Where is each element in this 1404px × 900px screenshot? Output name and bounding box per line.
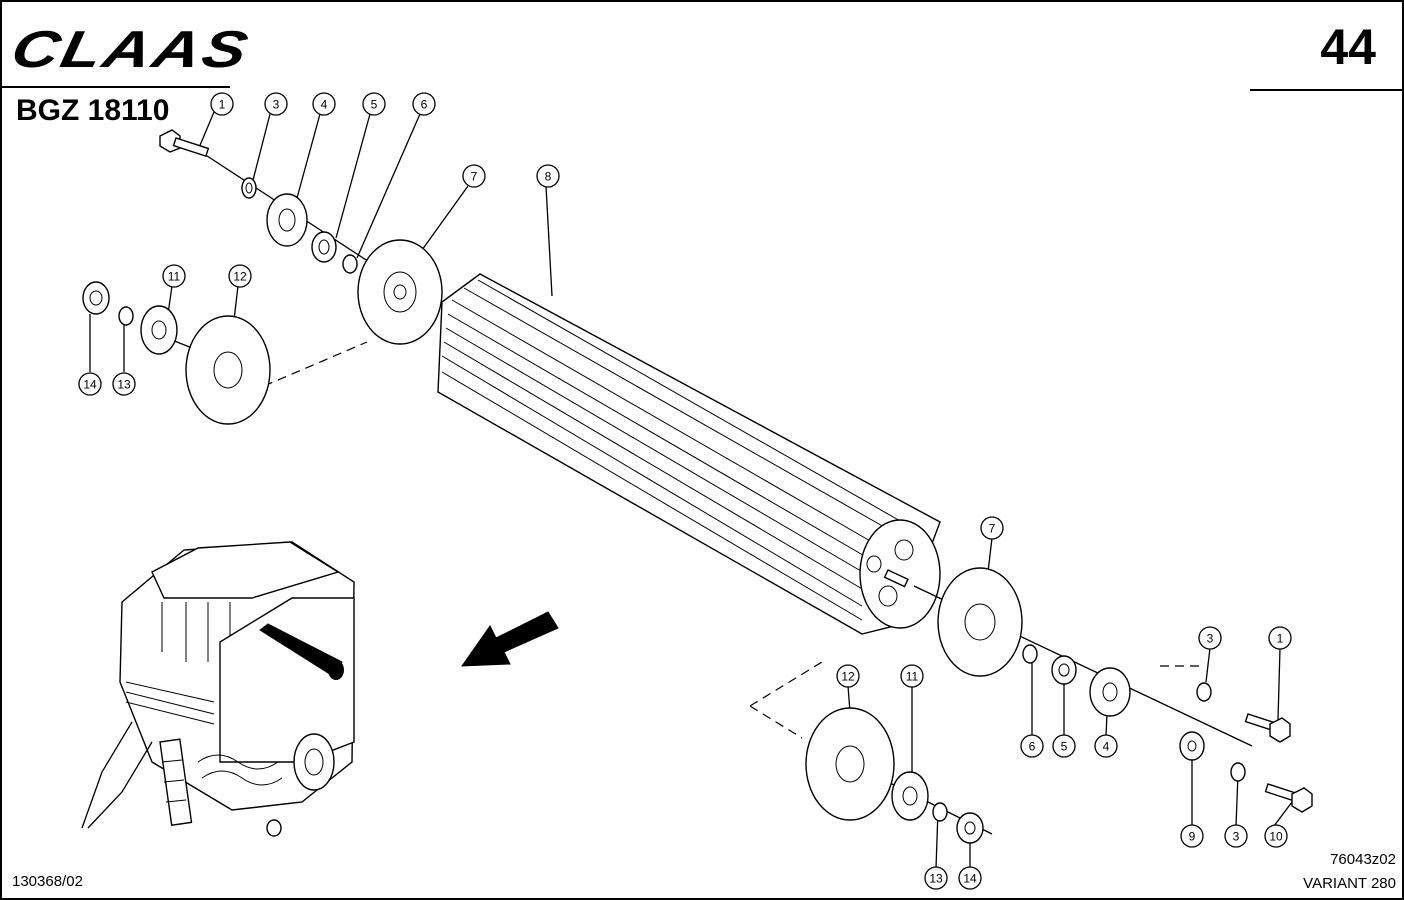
bottom-callout-1: 1 <box>1268 626 1292 650</box>
bottom-callout-3: 3 <box>1198 626 1222 650</box>
top-callout-label: 1 <box>219 98 226 112</box>
top-callout-label: 3 <box>273 98 280 112</box>
bottom-callout-label: 6 <box>1029 740 1036 754</box>
bottom-callout-10: 10 <box>1264 824 1288 848</box>
bottom-callout-3: 3 <box>1224 824 1248 848</box>
top-callout-label: 14 <box>83 378 97 392</box>
top-callout-7: 7 <box>462 164 486 188</box>
ring-6-bottom <box>1022 644 1038 664</box>
top-callout-14: 14 <box>78 372 102 396</box>
bottom-callout-11: 11 <box>900 664 924 688</box>
washer-3-bottom-lower <box>1230 762 1246 782</box>
top-callout-label: 5 <box>371 98 378 112</box>
top-callout-8: 8 <box>536 164 560 188</box>
logo-underline <box>2 86 230 88</box>
bolt-bottom-upper <box>1244 713 1291 743</box>
bottom-callout-label: 12 <box>841 670 855 684</box>
baler-overview-illustration <box>81 541 355 837</box>
drawing-reference: 76043z02 <box>1330 851 1396 868</box>
roller-highlight-end <box>328 660 344 680</box>
top-callout-3: 3 <box>264 92 288 116</box>
bottom-callout-label: 10 <box>1269 830 1283 844</box>
top-callout-12: 12 <box>228 264 252 288</box>
bolt-10 <box>1264 783 1313 813</box>
bottom-callout-9: 9 <box>1180 824 1204 848</box>
bottom-callout-label: 3 <box>1207 632 1214 646</box>
document-number: 130368/02 <box>12 873 83 890</box>
fluted-roller <box>437 273 941 635</box>
top-callout-label: 8 <box>545 170 552 184</box>
bottom-callout-label: 3 <box>1233 830 1240 844</box>
flange-4-top <box>266 193 308 247</box>
top-callout-4: 4 <box>312 92 336 116</box>
callouts-bottom-right: 7 12 11 3 1 6 5 4 9 3 10 13 14 <box>836 516 1292 890</box>
bottom-callout-label: 5 <box>1061 740 1068 754</box>
flange-11-bottom <box>891 771 929 821</box>
top-callout-label: 7 <box>471 170 478 184</box>
bottom-callout-4: 4 <box>1094 734 1118 758</box>
bottom-callout-12: 12 <box>836 664 860 688</box>
bottom-callout-label: 9 <box>1189 830 1196 844</box>
direction-arrow <box>461 611 559 667</box>
washer-9 <box>1179 731 1205 761</box>
bottom-callout-7: 7 <box>980 516 1004 540</box>
bottom-callout-13: 13 <box>924 866 948 890</box>
page-number: 44 <box>1320 19 1376 75</box>
disc-12-top <box>185 315 271 425</box>
roller-highlight <box>259 623 343 679</box>
bottom-callout-14: 14 <box>958 866 982 890</box>
top-callout-label: 6 <box>421 98 428 112</box>
bolt-top <box>159 129 210 157</box>
top-callout-11: 11 <box>162 264 186 288</box>
machine-model: VARIANT 280 <box>1303 875 1396 892</box>
washer-3-top <box>241 177 257 199</box>
disc-7-top <box>357 239 443 345</box>
flange-4-bottom <box>1089 667 1131 717</box>
ring-13-bottom <box>932 802 948 822</box>
bottom-callout-5: 5 <box>1052 734 1076 758</box>
top-callout-label: 13 <box>117 378 131 392</box>
bottom-callout-6: 6 <box>1020 734 1044 758</box>
washer-3-bottom-upper <box>1196 682 1212 702</box>
bearing-5-top <box>311 231 337 263</box>
top-callout-5: 5 <box>362 92 386 116</box>
top-callout-6: 6 <box>412 92 436 116</box>
bearing-14-top <box>82 281 110 315</box>
bearing-14-bottom <box>956 812 984 844</box>
bottom-callout-label: 11 <box>906 670 919 684</box>
disc-12-bottom <box>805 707 895 821</box>
bottom-callout-label: 1 <box>1277 632 1284 646</box>
bottom-callout-label: 14 <box>963 872 977 886</box>
ring-13-top <box>118 306 134 326</box>
bearing-5-bottom <box>1051 655 1077 685</box>
top-callout-label: 4 <box>321 98 328 112</box>
ring-6-top <box>342 254 358 274</box>
group-code: BGZ 18110 <box>16 94 170 127</box>
bottom-callout-label: 4 <box>1103 740 1110 754</box>
bottom-callout-label: 13 <box>929 872 943 886</box>
page-number-underline <box>1250 89 1402 91</box>
top-callout-13: 13 <box>112 372 136 396</box>
disc-7-bottom <box>937 567 1023 677</box>
bottom-callout-label: 7 <box>989 522 996 536</box>
top-callout-label: 12 <box>233 270 247 284</box>
top-callout-1: 1 <box>210 92 234 116</box>
flange-11-top <box>140 305 178 355</box>
top-callout-label: 11 <box>168 270 181 284</box>
